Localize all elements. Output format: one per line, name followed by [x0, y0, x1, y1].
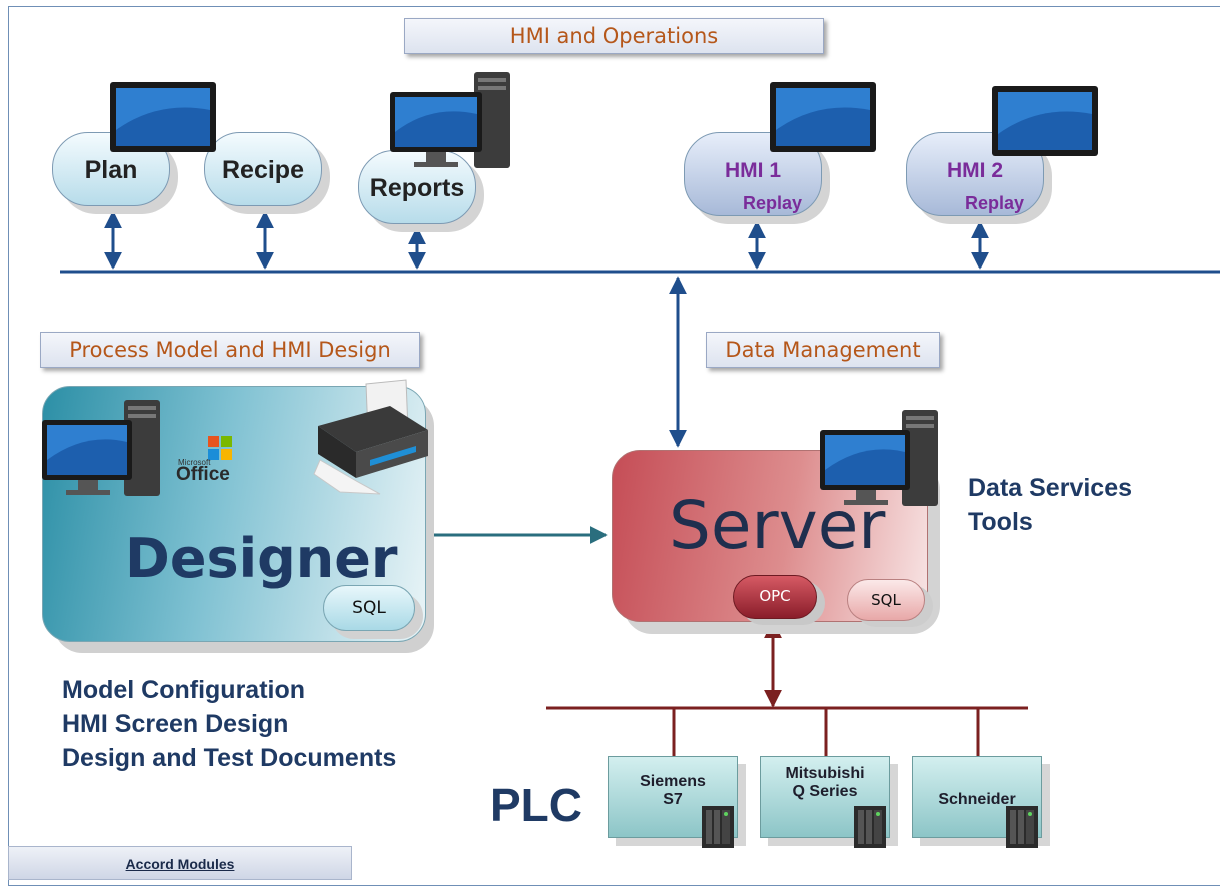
desktop-computer-icon	[42, 400, 160, 496]
monitor-icon	[770, 82, 876, 152]
plc-rack-icon	[702, 806, 734, 848]
accord-modules-link[interactable]: Accord Modules	[8, 846, 352, 880]
plc-device-schneider-line1: Schneider	[938, 791, 1016, 808]
office-label: Office	[176, 464, 230, 485]
server-service-2: Tools	[968, 508, 1033, 536]
office-small-text: Microsoft	[178, 458, 211, 467]
section-hmi-operations: HMI and Operations	[404, 18, 824, 54]
client-hmi-1-label: HMI 1	[725, 159, 782, 182]
client-hmi-2-sub: Replay	[965, 193, 1025, 213]
desktop-computer-icon	[820, 410, 938, 506]
desktop-computer-icon	[390, 72, 510, 168]
designer-feature-1: Model Configuration	[62, 676, 306, 704]
client-hmi-2-label: HMI 2	[947, 159, 1004, 182]
client-recipe-label: Recipe	[222, 156, 304, 184]
client-reports-label: Reports	[369, 174, 465, 202]
designer-feature-3: Design and Test Documents	[62, 744, 397, 772]
section-process-model: Process Model and HMI Design	[40, 332, 420, 368]
client-hmi-2[interactable]: HMI 2 Replay	[906, 132, 1044, 216]
plc-rack-icon	[1006, 806, 1038, 848]
designer-title: Designer	[125, 527, 398, 590]
monitor-icon	[110, 82, 216, 152]
plc-device-mitsubishi-line1: Mitsubishi	[785, 765, 865, 782]
client-recipe[interactable]: Recipe	[204, 132, 322, 206]
printer-icon	[313, 379, 428, 495]
section-data-management: Data Management	[706, 332, 940, 368]
plc-rack-icon	[854, 806, 886, 848]
server-title: Server	[669, 487, 886, 564]
plc-device-siemens-line2: S7	[663, 791, 683, 808]
client-hmi-1-sub: Replay	[743, 193, 803, 213]
server-sql-badge: SQL	[847, 579, 925, 621]
designer-sql-badge: SQL	[323, 585, 415, 631]
plc-device-siemens-line1: Siemens	[640, 773, 706, 790]
plc-device-mitsubishi-line2: Q Series	[792, 783, 858, 800]
monitor-icon	[992, 86, 1098, 156]
server-block[interactable]: Server OPC SQL	[612, 450, 933, 627]
server-service-1: Data Services	[968, 474, 1133, 502]
client-plan-label: Plan	[84, 156, 138, 184]
designer-feature-2: HMI Screen Design	[62, 710, 289, 738]
plc-label: PLC	[490, 779, 582, 831]
server-opc-badge: OPC	[733, 575, 817, 619]
